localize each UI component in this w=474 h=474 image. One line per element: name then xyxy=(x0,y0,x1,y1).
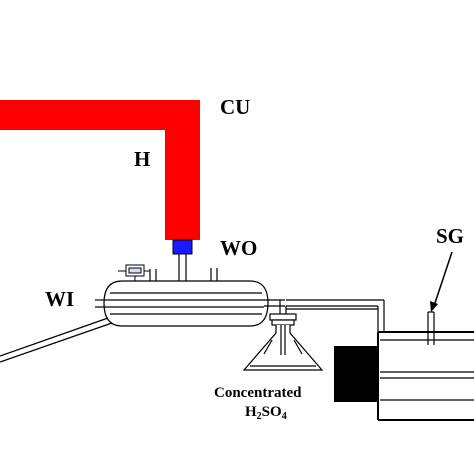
inlet-tube xyxy=(178,254,187,281)
acid-so: SO xyxy=(261,404,282,420)
gauge-icon xyxy=(118,264,150,286)
sg-pointer-arrow xyxy=(430,251,453,312)
label-cu: CU xyxy=(220,95,251,119)
black-block xyxy=(334,346,378,402)
condenser xyxy=(95,280,285,327)
condenser-nipples xyxy=(149,268,218,281)
heater-tube-vertical xyxy=(165,100,200,240)
label-wo: WO xyxy=(220,236,258,260)
label-h: H xyxy=(134,147,151,171)
chamber xyxy=(377,331,474,421)
label-acid-formula: H2SO4 xyxy=(245,404,287,422)
connecting-tube xyxy=(286,299,385,332)
label-sg: SG xyxy=(436,224,465,248)
heater-tube xyxy=(0,100,200,240)
label-acid-line1: Concentrated xyxy=(214,385,302,401)
acid-sub-4: 4 xyxy=(281,411,287,422)
acid-flask xyxy=(242,313,324,371)
inclined-tube xyxy=(0,317,113,363)
outlet-tube xyxy=(279,300,287,314)
acid-h: H xyxy=(245,404,257,420)
acid-sub-2: 2 xyxy=(256,411,262,422)
blue-connector xyxy=(172,239,193,255)
label-wi: WI xyxy=(45,287,75,311)
